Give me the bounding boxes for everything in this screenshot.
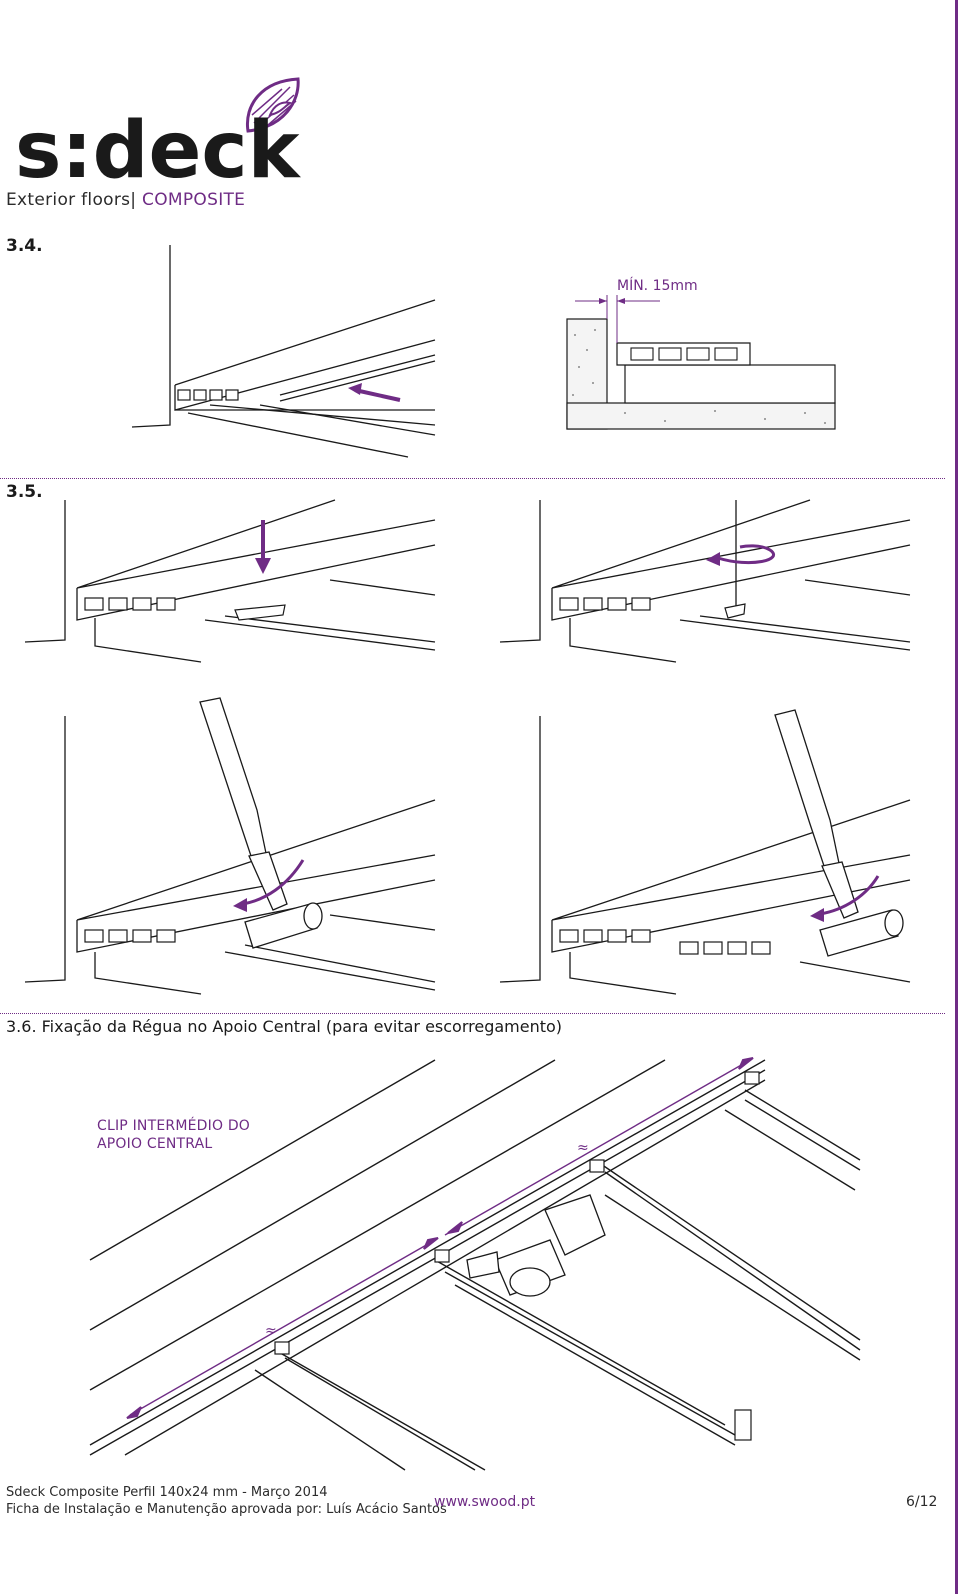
footer-url-link[interactable]: www.swood.pt bbox=[434, 1494, 536, 1510]
section-3-6-heading: 3.6. Fixação da Régua no Apoio Central (… bbox=[6, 1017, 563, 1036]
section-3-5-heading: 3.5. bbox=[6, 482, 43, 502]
sdeck-logo: s:deck bbox=[15, 106, 302, 196]
illustration-rotate-clip bbox=[499, 499, 911, 663]
brand-tagline: Exterior floors| COMPOSITE bbox=[6, 190, 245, 210]
footer-line2: Ficha de Instalação e Manutenção aprovad… bbox=[6, 1502, 447, 1517]
footer-line1: Sdeck Composite Perfil 140x24 mm - Março… bbox=[6, 1485, 328, 1500]
detail-min-gap bbox=[566, 295, 836, 430]
logo-wordmark: s:deck bbox=[15, 106, 302, 196]
illustration-hammer-clip bbox=[24, 697, 436, 995]
approx-sign-1: ≈ bbox=[265, 1323, 277, 1339]
sdeck-logo-leaf-icon bbox=[245, 77, 300, 133]
approx-sign-2: ≈ bbox=[577, 1140, 589, 1156]
min-gap-label: MÍN. 15mm bbox=[617, 278, 698, 294]
illustration-hammer-next-board bbox=[499, 709, 911, 995]
illustration-board-slide bbox=[131, 245, 436, 458]
clip-label-line1: CLIP INTERMÉDIO DO bbox=[97, 1118, 251, 1134]
page-number: 6/12 bbox=[906, 1494, 938, 1510]
clip-label: CLIP INTERMÉDIO DO APOIO CENTRAL bbox=[97, 1117, 250, 1153]
footer-info: Sdeck Composite Perfil 140x24 mm - Março… bbox=[6, 1484, 447, 1518]
separator-2 bbox=[0, 1013, 945, 1014]
separator-1 bbox=[0, 478, 945, 479]
illustration-central-support: ≈ ≈ bbox=[89, 1057, 861, 1471]
tagline-exterior-floors: Exterior floors| bbox=[6, 190, 137, 210]
section-3-4-heading: 3.4. bbox=[6, 236, 43, 256]
illustration-press-board bbox=[24, 499, 436, 663]
tagline-composite: COMPOSITE bbox=[142, 190, 246, 210]
clip-label-line2: APOIO CENTRAL bbox=[97, 1136, 213, 1152]
page-edge-bar bbox=[955, 0, 958, 1594]
